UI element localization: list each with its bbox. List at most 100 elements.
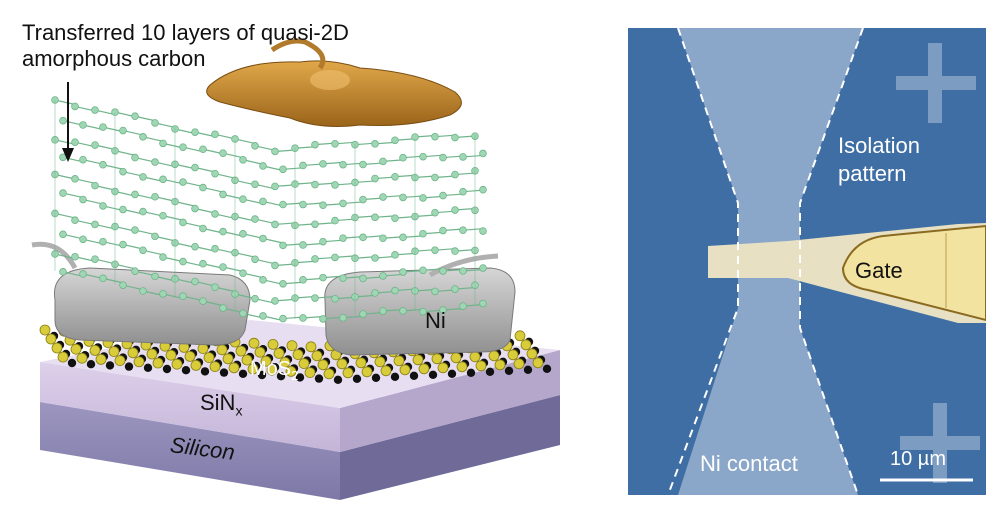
figure-caption-line2: amorphous carbon <box>22 46 206 71</box>
carbon-layer <box>59 189 487 250</box>
molybdenum-atom <box>390 372 400 381</box>
sulfur-atom <box>431 353 443 365</box>
sulfur-atom <box>488 350 500 362</box>
sulfur-atom <box>95 353 107 365</box>
carbon-layer <box>59 153 487 210</box>
ni-contact-label: Ni contact <box>700 451 798 476</box>
sulfur-atom <box>292 349 304 361</box>
molybdenum-atom <box>219 368 229 377</box>
molybdenum-atom <box>276 372 286 381</box>
sulfur-atom <box>323 368 335 380</box>
molybdenum-atom <box>105 361 115 370</box>
molybdenum-atom <box>314 374 324 383</box>
sulfur-atom <box>469 351 481 363</box>
sulfur-atom <box>355 357 367 369</box>
sulfur-atom <box>114 355 126 367</box>
molybdenum-atom <box>466 368 476 377</box>
sulfur-atom <box>412 354 424 366</box>
sulfur-atom <box>380 365 392 377</box>
molybdenum-atom <box>371 373 381 382</box>
sulfur-atom <box>514 330 526 342</box>
sulfur-atom <box>216 344 228 356</box>
sulfur-atom <box>532 357 544 369</box>
alignment-marks <box>896 43 980 483</box>
sulfur-atom <box>342 367 354 379</box>
molybdenum-atom <box>409 371 419 380</box>
sulfur-atom <box>507 349 519 361</box>
sulfur-atom <box>393 355 405 367</box>
sulfur-atom <box>311 350 323 362</box>
carbon-layer <box>51 96 479 156</box>
carbon-layer <box>51 209 479 270</box>
sulfur-atom <box>279 356 291 368</box>
down-arrow-icon <box>62 82 74 162</box>
molybdenum-atom <box>428 370 438 379</box>
sulfur-atom <box>241 354 253 366</box>
sulfur-atom <box>146 348 158 360</box>
sulfur-atom <box>273 347 285 359</box>
mos2-label: MoS2 <box>250 358 299 383</box>
sulfur-atom <box>437 362 449 374</box>
molybdenum-atom <box>523 365 533 374</box>
sulfur-atom <box>304 367 316 379</box>
sulfur-atom <box>45 333 57 345</box>
sulfur-atom <box>260 355 272 367</box>
isolation-label-line2: pattern <box>838 161 907 186</box>
device-schematic-illustration <box>31 38 560 500</box>
sulfur-atom <box>520 339 532 351</box>
sulfur-atom <box>266 364 278 376</box>
carbon-layer <box>51 250 479 305</box>
sulfur-atom <box>108 346 120 358</box>
sulfur-atom <box>209 361 221 373</box>
molybdenum-atom <box>67 358 77 368</box>
sulfur-atom <box>475 360 487 372</box>
molybdenum-atom <box>485 367 495 376</box>
carbon-layer <box>59 116 487 174</box>
carbon-layer <box>59 230 487 288</box>
sulfur-atom <box>374 356 386 368</box>
sulfur-atom <box>513 358 525 370</box>
molybdenum-atom <box>181 366 191 375</box>
carbon-layer <box>59 268 487 323</box>
amorphous-carbon-stack <box>51 96 487 323</box>
sulfur-atom <box>203 352 215 364</box>
molybdenum-atom <box>295 373 305 382</box>
molybdenum-atom <box>447 369 457 378</box>
sulfur-atom <box>127 347 139 359</box>
molybdenum-atom <box>352 374 362 383</box>
sulfur-atom <box>133 356 145 368</box>
isolation-label-line1: Isolation <box>838 133 920 158</box>
sulfur-atom <box>165 349 177 361</box>
sulfur-atom <box>190 359 202 371</box>
molybdenum-atom <box>238 369 248 378</box>
sulfur-atom <box>456 361 468 373</box>
molybdenum-atom <box>124 362 134 371</box>
sulfur-atom <box>254 346 266 358</box>
molybdenum-atom <box>143 363 153 372</box>
sulfur-atom <box>228 362 240 374</box>
sulfur-atom <box>70 343 82 355</box>
ni-label: Ni <box>425 308 446 333</box>
device-schematic-panel: Transferred 10 layers of quasi-2D amorph… <box>22 20 560 500</box>
sulfur-atom <box>171 358 183 370</box>
ni-contact-boundary-right <box>799 28 864 495</box>
carbon-layer <box>51 170 479 230</box>
sulfur-atom <box>247 363 259 375</box>
silicon-layer <box>40 395 560 500</box>
figure-caption-line1: Transferred 10 layers of quasi-2D <box>22 20 349 45</box>
sulfur-atom <box>399 364 411 376</box>
sinx-label: SiNx <box>200 390 243 419</box>
sulfur-atom <box>39 324 51 336</box>
sulfur-atom <box>152 357 164 369</box>
scale-bar-label: 10 µm <box>890 448 946 470</box>
optical-micrograph-panel: Isolation pattern Gate Ni contact 10 µm <box>628 28 986 495</box>
sulfur-atom <box>235 345 247 357</box>
gate-pad <box>841 224 986 322</box>
gate-label: Gate <box>855 258 903 283</box>
sulfur-atom <box>494 359 506 371</box>
gold-flake <box>206 38 462 127</box>
sulfur-atom <box>184 350 196 362</box>
sulfur-atom <box>336 358 348 370</box>
sulfur-atom <box>248 337 260 349</box>
sulfur-atom <box>317 359 329 371</box>
